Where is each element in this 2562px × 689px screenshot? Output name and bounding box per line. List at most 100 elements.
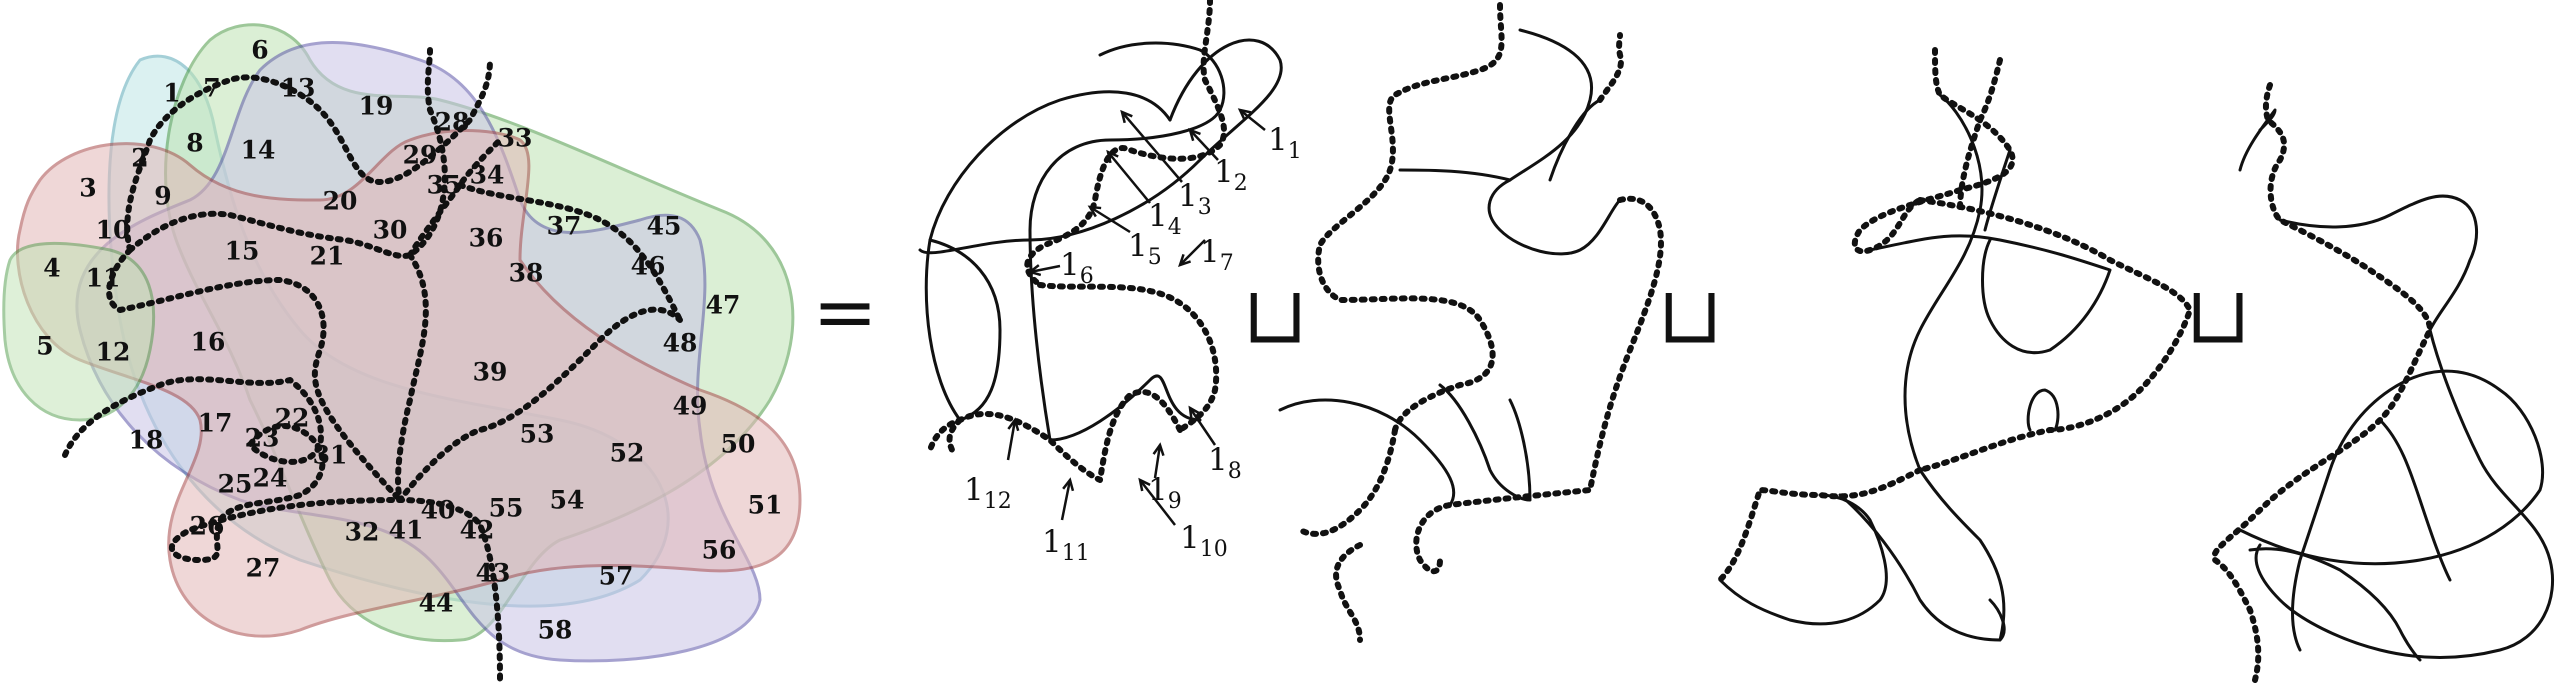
venn-region-label: 41 — [389, 516, 424, 545]
venn-region-label: 14 — [241, 136, 276, 165]
label-arrowhead — [1027, 264, 1042, 277]
venn-region-label: 9 — [154, 182, 171, 211]
label-arrow — [1006, 419, 1017, 461]
venn-region-label: 23 — [245, 424, 280, 453]
component-4-curve — [2248, 547, 2422, 662]
curve-label-base: 1 — [1208, 442, 1228, 478]
component-2-curve — [1398, 168, 1512, 182]
venn-region-label: 52 — [610, 439, 645, 468]
venn-region-label: 1 — [163, 79, 180, 108]
component-4-curve — [2238, 369, 2545, 566]
label-arrowhead — [1237, 108, 1252, 121]
venn-region-label: 24 — [253, 464, 288, 493]
curve-label-subscript: 8 — [1228, 459, 1242, 484]
label-arrow — [1179, 239, 1206, 266]
venn-dotted-boundary — [395, 252, 683, 503]
venn-region-label: 22 — [275, 404, 310, 433]
curve-label: 14 — [1148, 198, 1182, 240]
label-arrowhead — [1007, 417, 1020, 432]
venn-region-label: 4 — [43, 254, 60, 283]
label-arrow — [1239, 109, 1266, 131]
venn-region-label: 31 — [313, 441, 348, 470]
component-1-curve — [928, 238, 1002, 422]
venn-region-labels: 1234567891011121314151617181920212223242… — [36, 36, 782, 645]
curve-label: 18 — [1208, 442, 1242, 484]
component-2-curve — [1278, 398, 1456, 507]
venn-region-label: 33 — [498, 124, 533, 153]
component-3-curve — [2026, 388, 2060, 432]
venn-dotted-boundary — [124, 57, 493, 253]
venn-region-label: 40 — [421, 496, 456, 525]
component-1-curve — [1048, 374, 1202, 442]
component-3-curve — [1868, 234, 2112, 355]
curve-label-base: 1 — [1214, 154, 1234, 190]
venn-region-label: 54 — [550, 486, 585, 515]
venn-region-label: 43 — [476, 559, 511, 588]
component-2-dotted-arc — [1297, 427, 1398, 537]
curve-label: 112 — [964, 472, 1012, 514]
venn-region-label: 39 — [473, 358, 508, 387]
venn-region-label: 10 — [96, 216, 131, 245]
label-arrow — [1139, 479, 1176, 526]
curve-label-base: 1 — [1178, 178, 1198, 214]
label-arrow — [1089, 205, 1131, 234]
venn-region-label: 11 — [86, 264, 121, 293]
component-3-curve — [1718, 493, 1888, 626]
venn-region-label: 57 — [599, 562, 634, 591]
venn-region-label: 15 — [225, 237, 260, 266]
component-3-dotted-arc — [1957, 57, 2003, 213]
curve-label-subscript: 4 — [1168, 215, 1182, 240]
equals-sign: = — [812, 268, 877, 358]
venn-region-label: 49 — [673, 392, 708, 421]
curve-label-base: 1 — [1148, 198, 1168, 234]
venn-dotted-boundary — [106, 247, 403, 503]
venn-region-label: 35 — [427, 171, 462, 200]
curve-label-base: 1 — [1268, 122, 1288, 158]
component-2-curve — [1548, 98, 1602, 182]
label-arrowhead — [1062, 477, 1075, 492]
component-4-curve — [2291, 468, 2332, 652]
label-arrow — [1029, 264, 1061, 274]
component-1-dotted-arc — [1037, 282, 1220, 433]
curve-label-subscript: 3 — [1198, 195, 1212, 220]
disjoint-union-sign: ⊔ — [2185, 272, 2250, 362]
venn-set-red — [16, 129, 802, 638]
component-2-curve — [1438, 383, 1532, 502]
curve-component-4 — [2211, 82, 2555, 683]
venn-dotted-boundary — [62, 376, 503, 683]
curve-component-3 — [1717, 47, 2193, 642]
venn-region-label: 13 — [281, 74, 316, 103]
label-arrowhead — [1152, 442, 1165, 457]
component-2-dotted-arc — [1333, 542, 1363, 643]
component-2-curve — [1487, 28, 1622, 256]
label-arrow — [1107, 151, 1151, 204]
venn-region-label: 29 — [403, 141, 438, 170]
curve-label-base: 1 — [1128, 228, 1148, 264]
curve-label: 110 — [1180, 520, 1228, 562]
curve-label-subscript: 6 — [1080, 264, 1094, 289]
venn-dotted-boundary — [127, 47, 448, 259]
component-3-curve — [1838, 493, 2006, 642]
venn-region-label: 20 — [323, 187, 358, 216]
label-arrow — [1121, 111, 1183, 183]
component-3-curve — [1903, 93, 1984, 472]
curve-component-2 — [1278, 2, 1664, 643]
component-4-dotted-arc — [2211, 82, 2433, 683]
venn-region-label: 36 — [469, 224, 504, 253]
disjoint-union-sign: ⊔ — [1242, 272, 1307, 362]
label-arrowhead — [1178, 253, 1192, 267]
venn-region-label: 32 — [345, 518, 380, 547]
label-arrowhead — [1138, 477, 1151, 492]
venn-region-label: 27 — [246, 554, 281, 583]
label-arrowhead — [1120, 109, 1133, 124]
venn-region-label: 21 — [310, 242, 345, 271]
component-1-dotted-arc — [1024, 0, 1227, 288]
curve-label-subscript: 11 — [1062, 541, 1090, 566]
venn-region-label: 44 — [419, 589, 454, 618]
venn-region-label: 55 — [489, 494, 524, 523]
component-2-dotted-arc — [1597, 32, 1624, 103]
curve-label: 12 — [1214, 154, 1248, 196]
label-arrowhead — [1188, 127, 1201, 142]
venn-region-label: 37 — [547, 212, 582, 241]
